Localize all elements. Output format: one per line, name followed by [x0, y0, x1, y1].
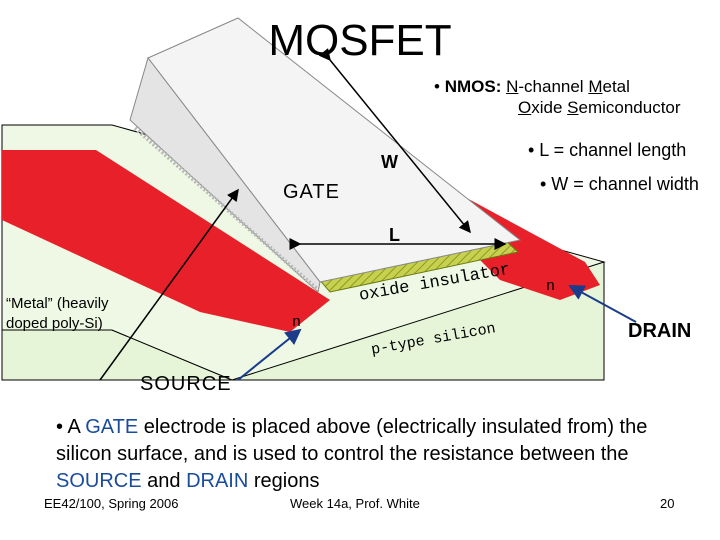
nmos-bullet: • — [434, 77, 440, 96]
source-pointer-arrow — [237, 328, 302, 381]
page-title: MOSFET — [268, 16, 452, 65]
nmos-text-emiconductor: emiconductor — [578, 98, 681, 117]
nmos-text-channel: -channel — [518, 77, 589, 96]
source-diffusion — [2, 150, 330, 332]
metal-label: “Metal” (heavily doped poly-Si) — [6, 294, 109, 334]
nmos-letter-n: N — [506, 77, 519, 96]
metal-label-line-1: “Metal” (heavily — [6, 295, 109, 312]
nmos-letter-s: S — [567, 98, 579, 117]
nmos-label: NMOS: — [444, 77, 502, 96]
n-right-label: n — [546, 278, 555, 295]
para-keyword-drain: DRAIN — [186, 470, 249, 492]
para-part-2: electrode is placed above (electrically … — [56, 416, 648, 465]
source-label: SOURCE — [140, 373, 232, 395]
n-left-label: n — [292, 314, 301, 331]
nmos-definition: • NMOS: N-channel Metal Oxide Semiconduc… — [434, 76, 681, 118]
gate-edge-line — [133, 126, 320, 292]
w-label: W — [381, 152, 398, 172]
metal-pointer-arrow — [99, 188, 239, 381]
drain-pointer-arrow — [568, 285, 637, 323]
footer-course: EE42/100, Spring 2006 — [44, 496, 179, 511]
gate-label: GATE — [283, 181, 340, 203]
nmos-letter-m: M — [588, 77, 603, 96]
para-keyword-gate: GATE — [85, 416, 139, 438]
nmos-line-2: Oxide Semiconductor — [434, 97, 681, 118]
footer-week: Week 14a, Prof. White — [290, 496, 420, 511]
l-definition: • L = channel length — [528, 140, 687, 160]
para-part-3: and — [141, 470, 187, 492]
nmos-line-1: • NMOS: N-channel Metal — [434, 76, 681, 97]
gate-description: • A GATE electrode is placed above (elec… — [56, 414, 696, 495]
footer-page-number: 20 — [660, 496, 675, 511]
para-keyword-source: SOURCE — [56, 470, 142, 492]
drain-label: DRAIN — [628, 320, 692, 342]
metal-label-line-2: doped poly-Si) — [6, 315, 103, 332]
para-part-4: regions — [248, 470, 320, 492]
nmos-text-etal: etal — [602, 77, 630, 96]
w-definition: • W = channel width — [540, 174, 699, 194]
l-label: L — [389, 225, 400, 245]
nmos-letter-o: O — [518, 98, 532, 117]
para-part-1: • A — [56, 416, 86, 438]
nmos-text-xide: xide — [531, 98, 568, 117]
w-dimension-arrow — [318, 48, 471, 234]
